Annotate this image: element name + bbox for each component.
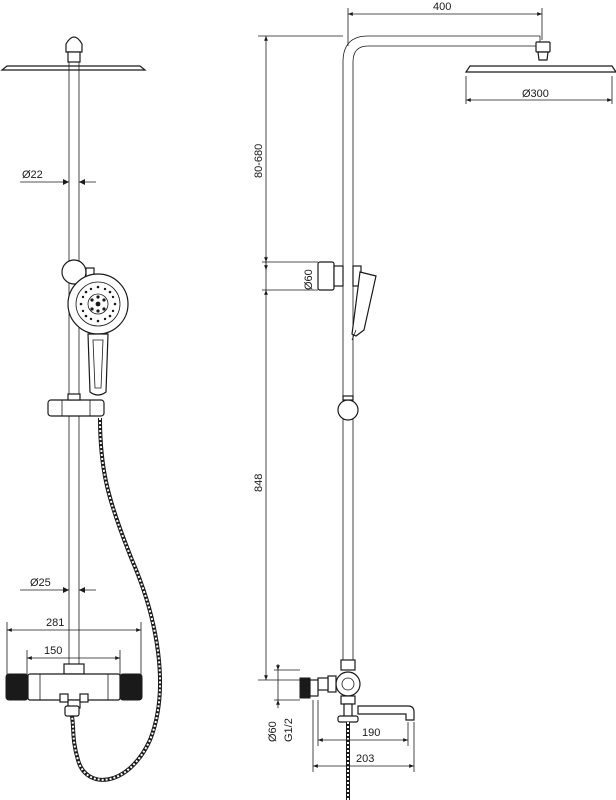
front-view: Ø22	[0, 36, 163, 782]
front-riser-bar	[68, 62, 80, 672]
side-dim-head-size: Ø300	[465, 76, 613, 104]
side-dim-head-size-label: Ø300	[522, 88, 549, 100]
front-dim-head-diameter-label: Ø22	[22, 169, 43, 181]
side-hand-shower	[351, 271, 377, 341]
side-riser-and-arm	[342, 35, 541, 660]
front-hose	[70, 417, 163, 782]
side-dim-arm-reach: 400	[347, 1, 543, 46]
side-dim-adjust-range: 80-680	[253, 35, 343, 270]
front-rain-head	[0, 65, 147, 71]
front-holder-ring	[61, 259, 95, 285]
side-dim-bar-height-label: 848	[253, 474, 265, 492]
front-dim-mixer-width-label: 281	[46, 617, 64, 629]
front-dim-mixer-spacing: 150	[26, 645, 121, 676]
front-slide-holder	[47, 393, 105, 417]
side-dim-spout-reach: 190	[317, 700, 409, 746]
side-dim-spout-total: 203	[312, 700, 415, 772]
front-hand-shower	[67, 273, 129, 335]
side-arm-connector	[535, 41, 551, 61]
side-rain-head	[464, 65, 616, 73]
side-view: 400 Ø300 80-680	[253, 1, 616, 800]
front-dim-head-diameter: Ø22	[20, 169, 96, 185]
side-dim-bar-height: 848	[253, 296, 343, 681]
side-dim-adjust-range-label: 80-680	[253, 144, 265, 178]
side-slide-ball	[337, 395, 359, 421]
front-top-cap	[65, 36, 83, 63]
side-dim-spout-reach-label: 190	[362, 727, 380, 739]
side-dim-holder-size: Ø60	[262, 256, 318, 296]
front-mixer-body	[5, 663, 143, 717]
front-hand-shower-handle	[87, 333, 109, 396]
side-spout	[357, 705, 415, 721]
side-dim-spout-total-label: 203	[356, 753, 374, 765]
side-dim-inlet-size-label: Ø60	[267, 721, 279, 742]
side-holder-block	[317, 261, 362, 291]
front-dim-bar-diameter-label: Ø25	[30, 577, 51, 589]
side-dim-inlet: Ø60 G1/2	[267, 664, 300, 742]
front-dim-mixer-spacing-label: 150	[44, 645, 62, 657]
front-dim-bar-diameter: Ø25	[20, 577, 96, 593]
side-dim-thread-label: G1/2	[283, 718, 295, 742]
front-dim-mixer-width: 281	[6, 617, 142, 680]
side-dim-holder-size-label: Ø60	[303, 269, 315, 290]
side-dim-arm-reach-label: 400	[433, 1, 451, 13]
side-mixer	[299, 659, 361, 723]
